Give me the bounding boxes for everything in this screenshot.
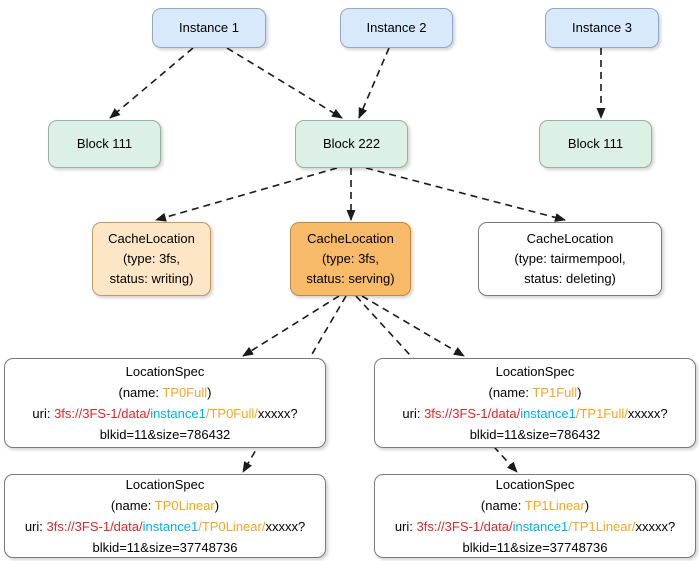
spec-name-prefix: (name: [118, 385, 163, 400]
spec-uri-prefix: uri: [24, 519, 47, 534]
spec-uri-scheme: 3fs://3FS-1/data/ [416, 519, 513, 534]
cache-location-deleting-node: CacheLocation (type: tairmempool, status… [478, 222, 662, 296]
cache-status-line: status: deleting) [524, 271, 616, 286]
spec-uri-tpname: /TP0Full/ [205, 406, 258, 421]
cache-location-serving-node: CacheLocation (type: 3fs, status: servin… [290, 222, 411, 296]
spec-uri-instance: instance1 [520, 406, 576, 421]
spec-uri-line: uri: 3fs://3FS-1/data/instance1/TP1Linea… [395, 516, 675, 537]
spec-uri-prefix: uri: [402, 406, 425, 421]
spec-uri-scheme: 3fs://3FS-1/data/ [46, 519, 143, 534]
spec-uri-instance: instance1 [142, 519, 199, 534]
instance-2-node: Instance 2 [340, 8, 453, 48]
spec-uri-scheme: 3fs://3FS-1/data/ [54, 406, 151, 421]
spec-uri-prefix: uri: [394, 519, 417, 534]
instance-3-node: Instance 3 [545, 8, 659, 48]
spec-uri-instance: instance1 [512, 519, 569, 534]
spec-blkid-line: blkid=11&size=786432 [469, 427, 601, 442]
cache-type-line: (type: 3fs, [122, 251, 181, 266]
block-111-left-node: Block 111 [48, 120, 161, 168]
cache-status-line: status: writing) [109, 271, 194, 286]
spec-name-prefix: (name: [488, 385, 533, 400]
spec-uri-tail: xxxxx? [635, 519, 676, 534]
spec-name: TP1Full [532, 385, 578, 400]
cache-type-line: (type: tairmempool, [514, 251, 626, 266]
spec-uri-line: uri: 3fs://3FS-1/data/instance1/TP0Full/… [32, 403, 297, 424]
block-222-node: Block 222 [295, 120, 408, 168]
block-111-right-node: Block 111 [539, 120, 652, 168]
spec-name: TP0Full [162, 385, 208, 400]
spec-uri-tail: xxxxx? [265, 519, 306, 534]
spec-blkid-line: blkid=11&size=37748736 [92, 540, 238, 555]
block-111-left-label: Block 111 [76, 136, 133, 151]
spec-name-line: (name: TP1Full) [489, 382, 582, 403]
location-spec-tp0linear-node: LocationSpec (name: TP0Linear) uri: 3fs:… [4, 474, 326, 558]
spec-title: LocationSpec [495, 477, 575, 492]
block-111-right-label: Block 111 [567, 136, 624, 151]
spec-name: TP1Linear [524, 498, 585, 513]
spec-title: LocationSpec [125, 477, 205, 492]
spec-uri-tpname: /TP1Linear/ [568, 519, 636, 534]
spec-uri-line: uri: 3fs://3FS-1/data/instance1/TP1Full/… [402, 403, 667, 424]
spec-name: TP0Linear [154, 498, 215, 513]
spec-uri-tpname: /TP1Full/ [575, 406, 628, 421]
block-222-label: Block 222 [322, 136, 381, 151]
location-spec-tp1full-node: LocationSpec (name: TP1Full) uri: 3fs://… [374, 358, 696, 448]
cache-location-writing-node: CacheLocation (type: 3fs, status: writin… [92, 222, 211, 296]
spec-title: LocationSpec [125, 364, 205, 379]
spec-title: LocationSpec [495, 364, 575, 379]
location-spec-tp0full-node: LocationSpec (name: TP0Full) uri: 3fs://… [4, 358, 326, 448]
instance-2-label: Instance 2 [366, 20, 427, 35]
cache-title: CacheLocation [526, 231, 614, 246]
spec-uri-tpname: /TP0Linear/ [198, 519, 266, 534]
spec-blkid-line: blkid=11&size=786432 [99, 427, 231, 442]
spec-uri-prefix: uri: [32, 406, 55, 421]
instance-3-label: Instance 3 [572, 20, 632, 35]
spec-name-line: (name: TP0Linear) [111, 495, 219, 516]
cache-title: CacheLocation [307, 231, 394, 246]
spec-name-prefix: (name: [480, 498, 525, 513]
spec-blkid-line: blkid=11&size=37748736 [462, 540, 608, 555]
spec-uri-tail: xxxxx? [257, 406, 298, 421]
instance-1-label: Instance 1 [179, 20, 239, 35]
spec-name-prefix: (name: [110, 498, 155, 513]
spec-name-suffix: ) [577, 385, 582, 400]
spec-name-suffix: ) [214, 498, 220, 513]
spec-name-line: (name: TP1Linear) [481, 495, 589, 516]
cache-type-line: (type: 3fs, [321, 251, 380, 266]
location-spec-tp1linear-node: LocationSpec (name: TP1Linear) uri: 3fs:… [374, 474, 696, 558]
cache-title: CacheLocation [108, 231, 195, 246]
spec-uri-scheme: 3fs://3FS-1/data/ [424, 406, 521, 421]
spec-name-suffix: ) [207, 385, 212, 400]
spec-uri-instance: instance1 [150, 406, 206, 421]
spec-uri-line: uri: 3fs://3FS-1/data/instance1/TP0Linea… [25, 516, 305, 537]
spec-name-line: (name: TP0Full) [119, 382, 212, 403]
cache-status-line: status: serving) [306, 271, 395, 286]
instance-1-node: Instance 1 [152, 8, 266, 48]
spec-uri-tail: xxxxx? [627, 406, 668, 421]
spec-name-suffix: ) [584, 498, 590, 513]
